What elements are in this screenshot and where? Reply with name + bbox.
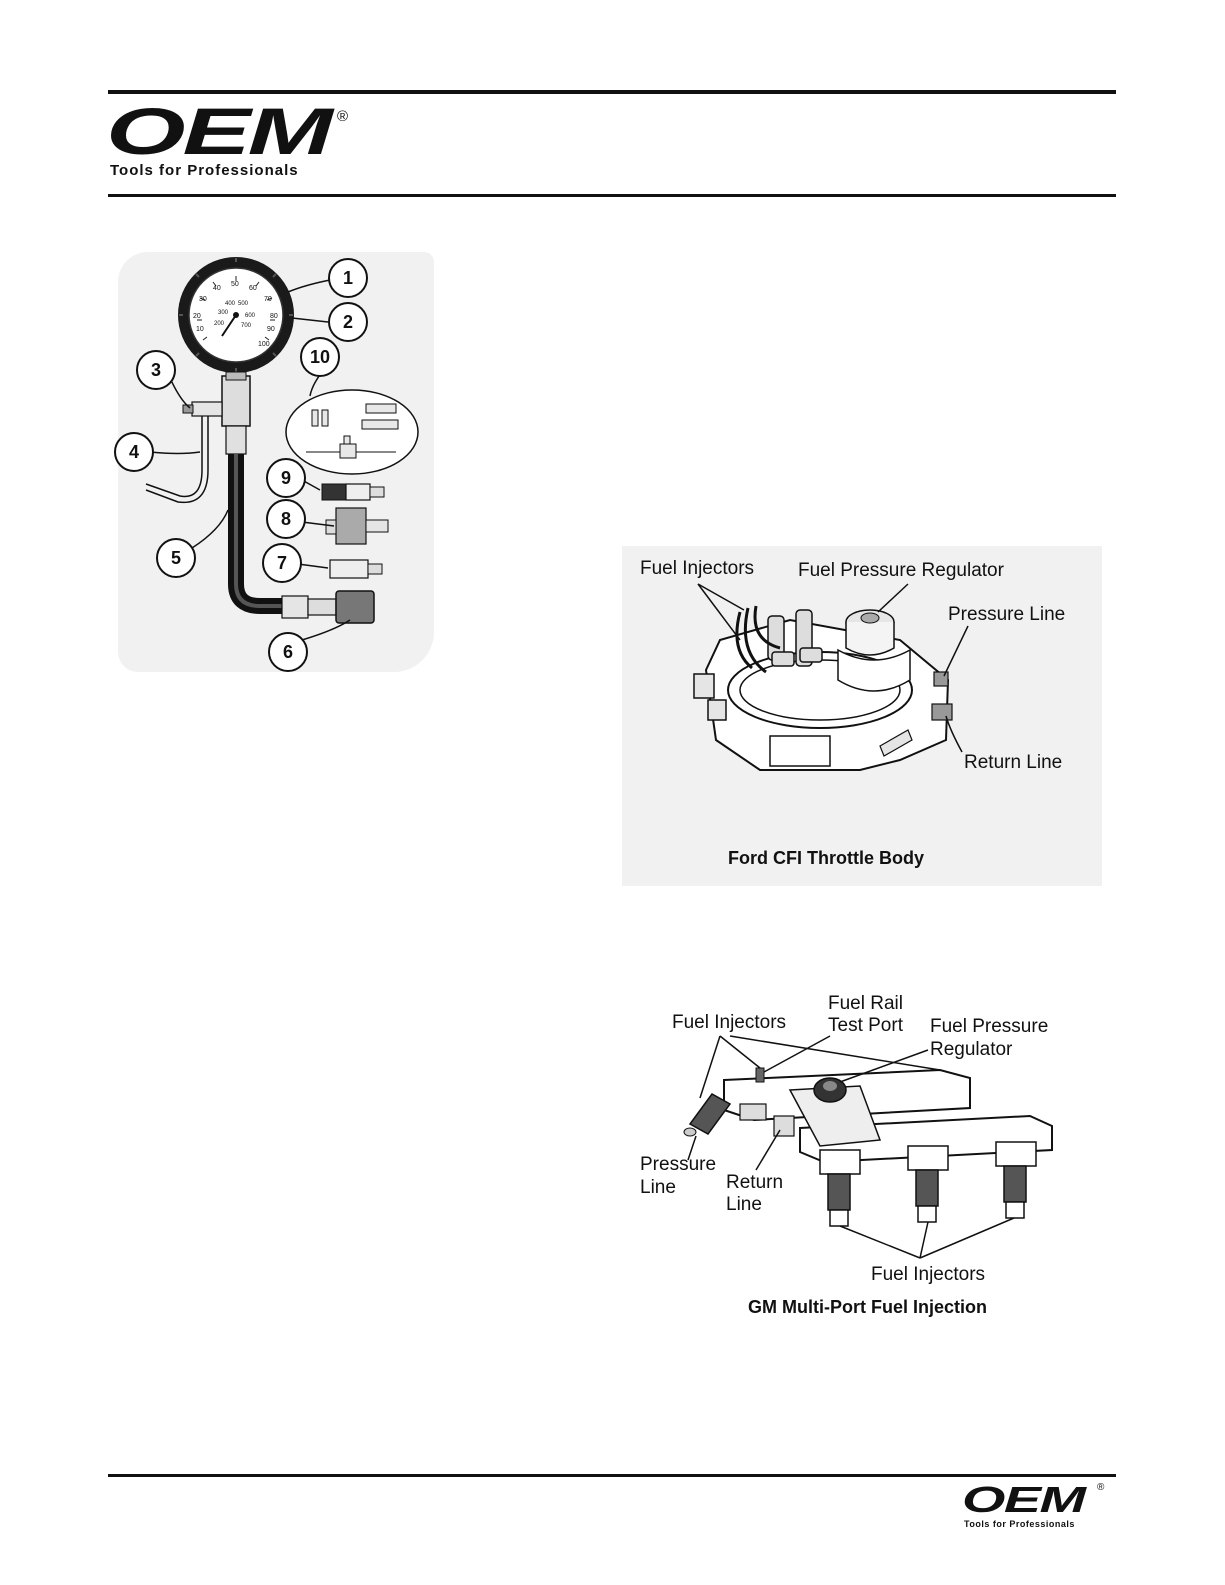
gm-figure-caption: GM Multi-Port Fuel Injection [748,1297,987,1317]
callout-9: 9 [266,458,306,498]
callout-3: 3 [136,350,176,390]
ford-figure-caption: Ford CFI Throttle Body [728,848,924,868]
gm-label-pressure-line2: Line [640,1177,676,1198]
dial-number: 100 [258,341,270,348]
dial-number: 600 [245,313,256,319]
callout-7: 7 [262,543,302,583]
callout-5: 5 [156,538,196,578]
tee-fitting [221,375,251,427]
dial-number: 50 [231,281,239,288]
dial-number: 80 [270,313,278,320]
footer-logo-registered-mark: ® [1097,1482,1105,1493]
dial-number: 700 [241,323,252,329]
dial-number: 90 [267,326,275,333]
ford-label-fuel-injectors: Fuel Injectors [640,558,755,579]
gm-label-pressure-line1: Pressure [640,1154,717,1175]
gm-label-test-port-line2: Test Port [828,1015,903,1036]
adapter-9 [321,483,347,501]
gauge-needle [221,314,237,337]
footer-logo-tagline: Tools for Professionals [964,1519,1075,1529]
callout-4: 4 [114,432,154,472]
quick-coupler [335,590,375,624]
gm-label-test-port-line1: Fuel Rail [828,993,903,1014]
dial-number: 10 [196,326,204,333]
ford-throttle-body-drawing [693,583,969,771]
callout-8: 8 [266,499,306,539]
bleed-valve [191,401,223,417]
dial-number: 40 [213,285,221,292]
header-bottom-rule [108,194,1116,197]
gm-label-fuel-injectors-bottom: Fuel Injectors [871,1264,986,1285]
dial-number: 20 [193,313,201,320]
dial-number: 70 [264,296,272,303]
gm-label-return-line2: Line [726,1194,762,1215]
dial-number: 200 [214,321,225,327]
callout-1: 1 [328,258,368,298]
dial-number: 500 [238,301,249,307]
footer-logo-brand: OEM [962,1479,1086,1520]
dial-number: 300 [218,310,229,316]
adapter-8 [335,507,367,545]
gm-label-fuel-injectors-top: Fuel Injectors [672,1012,787,1033]
bleed-hose [145,416,203,498]
footer-rule [108,1474,1116,1477]
gauge-kit-drawing [145,257,419,641]
adapter-bag [285,389,419,475]
callout-2: 2 [328,302,368,342]
dial-number: 60 [249,285,257,292]
logo-tagline: Tools for Professionals [110,162,299,179]
callout-6: 6 [268,632,308,672]
gm-fuel-rail-drawing [683,1035,1053,1259]
dial-number: 400 [225,301,236,307]
header-top-rule [108,90,1116,94]
gm-label-return-line1: Return [726,1172,784,1193]
callout-10: 10 [300,337,340,377]
dial-number: 30 [199,296,207,303]
logo-brand: OEM [106,94,333,168]
gm-label-regulator-line2: Regulator [930,1039,1013,1060]
ford-label-return-line: Return Line [964,752,1063,773]
ford-label-pressure-line: Pressure Line [948,604,1066,625]
logo-registered-mark: ® [337,108,349,125]
adapter-7 [329,559,369,579]
ford-label-regulator: Fuel Pressure Regulator [798,560,1004,581]
gm-label-regulator-line1: Fuel Pressure [930,1016,1049,1037]
